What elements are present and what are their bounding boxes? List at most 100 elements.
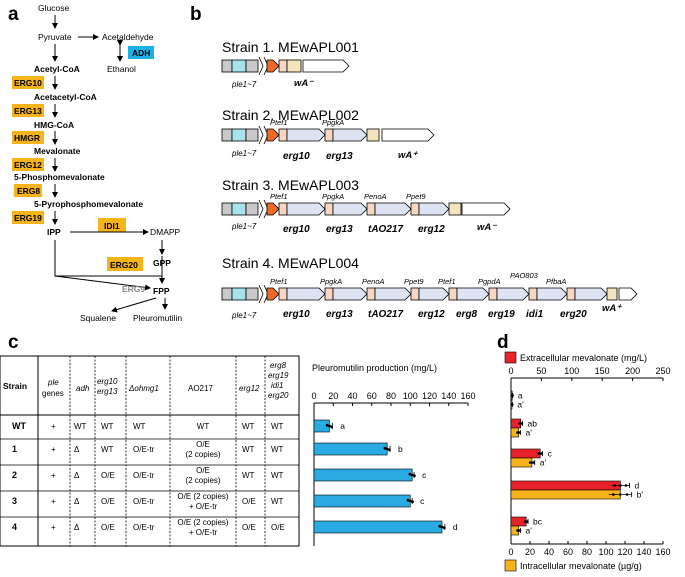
cell-erg12: O/E [242,497,256,506]
promoter-ppgka: PpgkA [322,192,344,201]
enz-hmgr: HMGR [14,133,40,143]
chart-d-bottom-tick: 160 [655,547,670,557]
chart-c-letter: d [453,522,458,532]
chart-d-point [618,493,622,496]
chart-d-legend-bottom: Intracellular mevalonate (µg/g) [504,559,642,572]
cell-erg12: WT [242,471,255,480]
adh-box [128,46,154,59]
cell-aohmg1: O/E-tr [133,497,155,506]
met-acetoacetyl-coa: Acetacetyl-CoA [34,92,97,102]
chart-d-top-tick: 100 [564,366,579,376]
th-erg10: erg10 [97,377,118,386]
cell-last: WT [271,471,284,480]
chart-c-tick: 100 [403,391,418,401]
erg10-gene [286,202,326,216]
th-ao217: AO217 [188,384,213,393]
chart-d-letter: a' [540,458,547,468]
promoter-penoa: PenoA [362,277,385,286]
cell-ple: + [51,471,56,480]
th-erg20: erg20 [268,391,289,400]
cell-ao217-line2: (2 copies) [185,450,220,459]
cell-ple: + [51,445,56,454]
chart-c-title: Pleuromutilin production (mg/L) [312,363,437,373]
chart-c-point [383,446,387,450]
chart-c-tick: 160 [460,391,475,401]
tAO217-gene [374,287,412,301]
cell-erg1013: O/E [101,523,115,532]
chart-d-bar-intracellular [510,457,533,468]
promoter-ppet9: Ppet9 [406,192,426,201]
cell-erg1013: O/E [101,471,115,480]
th-erg8: erg8 [270,361,287,370]
pathway-diagram: Glucose Pyruvate Acetaldehyde ADH Ethano… [12,3,182,323]
chart-d-point [525,520,529,523]
th-aohmg1: Δohmg1 [128,384,159,393]
enz-idi1: IDI1 [104,221,120,231]
panel-letter-b: b [190,4,202,25]
erg13-label-s3: erg13 [326,224,353,235]
chart-d-point [510,403,514,406]
cell-erg12: WT [242,445,255,454]
promoter-ptef1: Ptef1 [270,192,288,201]
cell-last: WT [271,445,284,454]
met-ipp: IPP [47,227,61,237]
chart-c-bar [313,520,443,534]
enz-erg13: ERG13 [14,106,42,116]
met-squalene: Squalene [80,313,116,323]
chart-d-letter: bc [533,517,543,527]
chart-d-bottom-tick: 120 [617,547,632,557]
enz-adh: ADH [132,48,150,58]
cell-adh: WT [74,422,87,431]
chart-d-point [613,484,617,487]
chart-d-letter: a' [526,526,533,536]
chart-c-tick: 20 [328,391,338,401]
promoter-ppet9: Ppet9 [404,277,424,286]
chart-d-top-tick: 0 [508,366,513,376]
cell-aohmg1: O/E-tr [133,471,155,480]
tAO217-gene [374,202,412,216]
panel-letter-d: d [497,332,509,353]
promoter-ppgka: PpgkA [322,118,344,127]
th-idi1: idi1 [271,381,283,390]
chart-c-point [325,423,329,427]
met-hmg-coa: HMG-CoA [34,120,74,130]
enz-erg10: ERG10 [14,78,42,88]
th-strain: Strain [3,381,27,391]
chart-c-bar [313,494,411,508]
cell-erg1013: WT [101,445,114,454]
erg10-gene [286,287,326,301]
chart-d-letter: a' [517,400,524,410]
cell-ao217: O/E [196,466,210,475]
chart-d-bottom-tick: 60 [563,547,573,557]
met-dmapp: DMAPP [150,227,181,237]
chart-c-tick: 120 [422,391,437,401]
chart-c-point [438,524,442,528]
cell-erg1013: WT [101,422,114,431]
cell-erg12: O/E [242,523,256,532]
strain4-title: Strain 4. MEwAPL004 [222,255,359,271]
panel-letter-a: a [8,4,19,25]
cell-last: WT [271,497,284,506]
chart-c-bar [313,468,413,482]
erg20-gene [574,287,608,301]
cell-ple: + [51,497,56,506]
legend-extracellular: Extracellular mevalonate (mg/L) [520,353,647,363]
enz-erg20: ERG20 [110,260,138,270]
chart-c-point [330,425,334,429]
erg10-label-s2: erg10 [283,151,310,162]
chart-c-bar [313,442,388,456]
strain2-title: Strain 2. MEwAPL002 [222,107,359,123]
ple-cluster-arrow [266,59,280,73]
promoter-pao803: PAO803 [510,271,539,280]
th-erg19: erg19 [268,371,289,380]
met-pleuromutilin: Pleuromutilin [133,313,182,323]
chart-d-point [625,493,629,496]
met-5-phosphomevalonate: 5-Phosphomevalonate [14,172,105,182]
